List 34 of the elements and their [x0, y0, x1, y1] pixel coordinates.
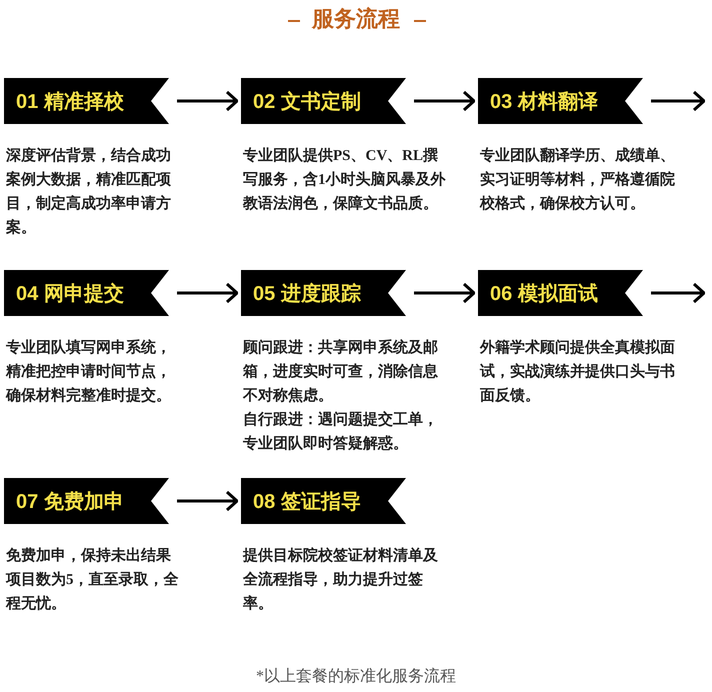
step-box	[4, 478, 169, 524]
step-box	[4, 270, 169, 316]
step-description: 专业团队填写网申系统，精准把控申请时间节点，确保材料完整准时提交。	[6, 338, 172, 406]
step-description: 专业团队翻译学历、成绩单、实习证明等材料，严格遵循院校格式，确保校方认可。	[480, 146, 675, 214]
step-box	[241, 78, 406, 124]
step-description: 外籍学术顾问提供全真模拟面试，实战演练并提供口头与书面反馈。	[480, 338, 675, 406]
step-box	[241, 478, 406, 524]
step-description: 顾问跟进：共享网申系统及邮箱，进度实时可查，消除信息不对称焦虑。	[243, 338, 439, 406]
title: 服务流程	[312, 6, 400, 31]
arrow	[177, 282, 238, 304]
arrow	[414, 282, 476, 304]
step-title: 01 精准择校	[15, 90, 124, 114]
arrow	[177, 90, 238, 112]
arrow	[651, 90, 706, 112]
step-title: 05 进度跟踪	[252, 282, 361, 306]
step-description: 提供目标院校签证材料清单及全流程指导，助力提升过签率。	[243, 546, 439, 614]
step-title: 03 材料翻译	[489, 90, 598, 114]
step-description: 自行跟进：遇问题提交工单，专业团队即时答疑解惑。	[243, 410, 439, 454]
arrow	[651, 282, 706, 304]
step-box	[478, 78, 643, 124]
arrow	[177, 490, 238, 512]
caption: *以上套餐的标准化服务流程	[256, 668, 456, 685]
arrow	[414, 90, 476, 112]
step-title: 07 免费加申	[15, 490, 124, 514]
step-description: 专业团队提供PS、CV、RL撰写服务，含1小时头脑风暴及外教语法润色，保障文书品质。	[243, 146, 446, 214]
step-title: 02 文书定制	[252, 90, 361, 114]
step-box	[4, 78, 169, 124]
step-box	[241, 270, 406, 316]
step-description: 深度评估背景，结合成功案例大数据，精准匹配项目，制定高成功率申请方案。	[6, 146, 172, 238]
step-title: 06 模拟面试	[489, 282, 598, 306]
step-title: 08 签证指导	[252, 490, 361, 514]
step-box	[478, 270, 643, 316]
step-description: 免费加申，保持未出结果项目数为5，直至录取，全程无忧。	[6, 546, 180, 614]
step-title: 04 网申提交	[15, 282, 124, 306]
